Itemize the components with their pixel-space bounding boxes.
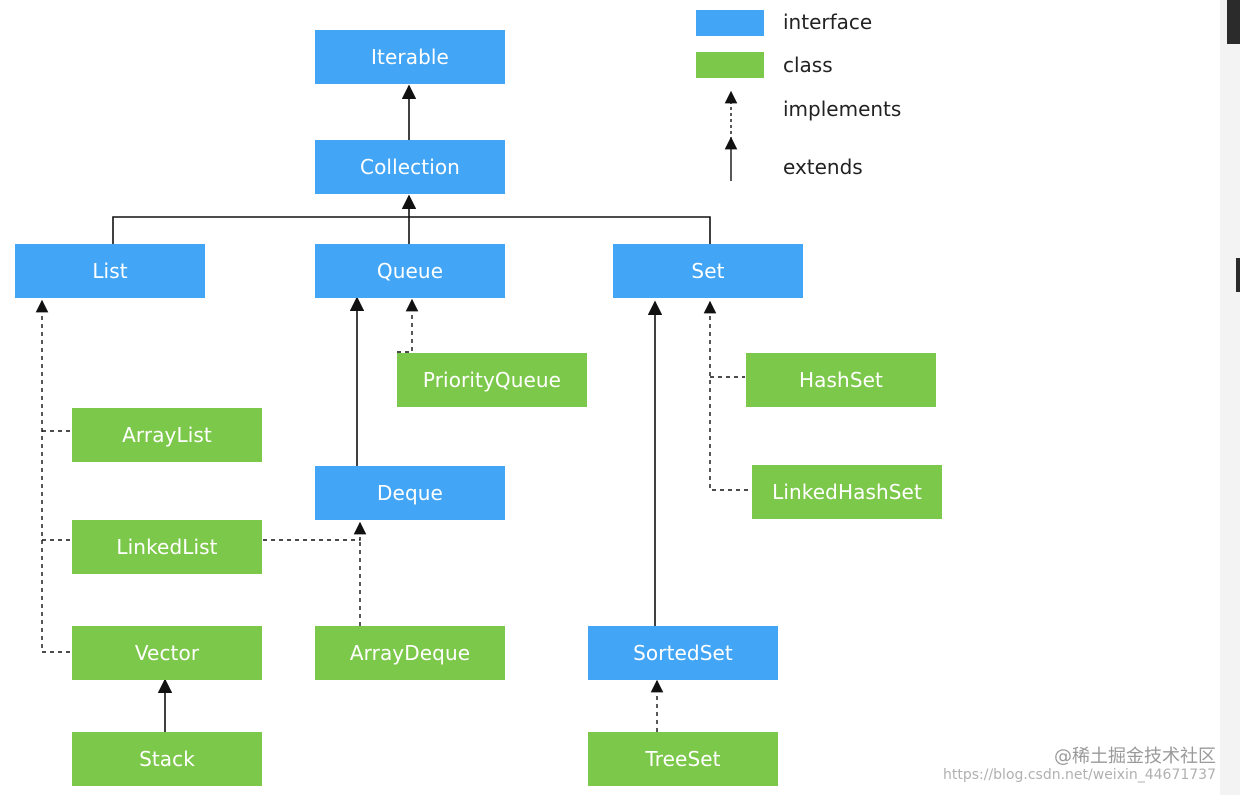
- watermark: @稀土掘金技术社区 https://blog.csdn.net/weixin_4…: [943, 748, 1216, 784]
- node-label: Stack: [139, 747, 195, 771]
- node-label: Iterable: [371, 45, 449, 69]
- legend-class-label: class: [783, 53, 833, 77]
- edge-priorityqueue-queue: [397, 298, 419, 353]
- node-label: HashSet: [799, 368, 883, 392]
- node-tree-set: TreeSet: [588, 732, 778, 786]
- node-label: List: [92, 259, 128, 283]
- node-set: Set: [613, 244, 803, 298]
- node-label: LinkedList: [116, 535, 218, 559]
- watermark-site: @稀土掘金技术社区: [1054, 746, 1216, 767]
- node-sorted-set: SortedSet: [588, 626, 778, 680]
- node-label: Deque: [377, 481, 443, 505]
- node-label: LinkedHashSet: [772, 480, 922, 504]
- node-priority-queue: PriorityQueue: [397, 353, 587, 407]
- node-list: List: [15, 244, 205, 298]
- node-linked-list: LinkedList: [72, 520, 262, 574]
- node-label: SortedSet: [633, 641, 733, 665]
- node-vector: Vector: [72, 626, 262, 680]
- node-label: Vector: [134, 641, 200, 665]
- edge-linkedhashset-set: [703, 300, 748, 491]
- node-iterable: Iterable: [315, 30, 505, 84]
- right-strip-marker: [1236, 258, 1240, 292]
- edge-list-implementations: [35, 299, 70, 653]
- node-array-deque: ArrayDeque: [315, 626, 505, 680]
- edge-bus-collection: [112, 216, 711, 244]
- node-label: ArrayList: [122, 423, 212, 447]
- node-label: TreeSet: [645, 747, 721, 771]
- node-collection: Collection: [315, 140, 505, 194]
- node-label: ArrayDeque: [349, 641, 471, 665]
- node-label: PriorityQueue: [422, 368, 562, 392]
- node-linked-hash-set: LinkedHashSet: [752, 465, 942, 519]
- legend-implements-label: implements: [783, 97, 902, 121]
- node-label: Set: [691, 259, 725, 283]
- node-array-list: ArrayList: [72, 408, 262, 462]
- legend-interface-swatch: [696, 10, 764, 36]
- node-label: Collection: [360, 155, 460, 179]
- node-queue: Queue: [315, 244, 505, 298]
- legend-interface-label: interface: [783, 10, 873, 34]
- legend-extends-label: extends: [783, 155, 863, 179]
- node-label: Queue: [376, 259, 444, 283]
- legend-class-swatch: [696, 52, 764, 78]
- watermark-url: https://blog.csdn.net/weixin_44671737: [942, 767, 1216, 783]
- node-deque: Deque: [315, 466, 505, 520]
- right-strip-top-block: [1227, 0, 1240, 44]
- right-scroll-strip: [1220, 0, 1240, 795]
- edge-linkedlist-deque: [263, 521, 367, 541]
- node-hash-set: HashSet: [746, 353, 936, 407]
- node-stack: Stack: [72, 732, 262, 786]
